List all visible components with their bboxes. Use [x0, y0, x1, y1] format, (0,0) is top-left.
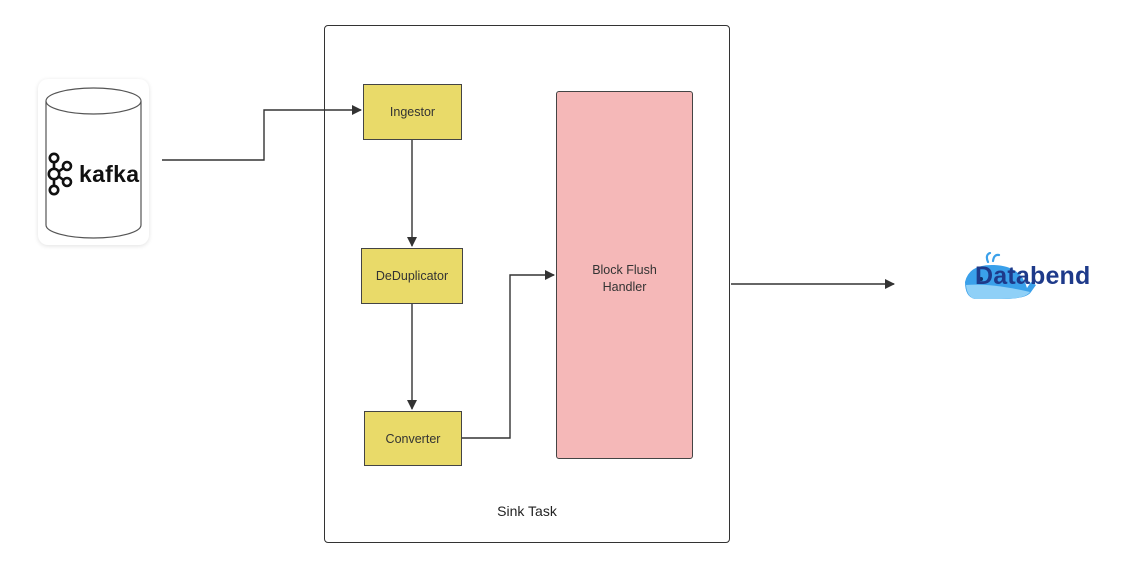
- kafka-logo: kafka: [46, 148, 150, 200]
- block-flush-handler-label: Block Flush Handler: [556, 262, 693, 296]
- arrow-converter-to-flush-handler: [462, 270, 555, 439]
- converter-label: Converter: [385, 431, 441, 446]
- databend-label: Databend: [975, 262, 1091, 290]
- ingestor-node: Ingestor: [363, 84, 462, 140]
- ingestor-label: Ingestor: [389, 105, 436, 119]
- databend-whale-icon: [965, 252, 1036, 299]
- deduplicator-label: DeDuplicator: [375, 269, 449, 283]
- block-flush-handler-node: [556, 91, 693, 459]
- flush-handler-line-2: Handler: [602, 280, 647, 294]
- kafka-logo-icon: [47, 152, 73, 196]
- arrow-kafka-to-ingestor: [162, 105, 362, 161]
- converter-node: Converter: [364, 411, 462, 466]
- sink-task-label: Sink Task: [497, 503, 557, 519]
- flush-handler-line-1: Block Flush: [592, 263, 657, 277]
- kafka-label: kafka: [79, 160, 140, 187]
- deduplicator-node: DeDuplicator: [361, 248, 463, 304]
- cylinder-icon: [45, 87, 142, 239]
- sink-task-container: [324, 25, 730, 543]
